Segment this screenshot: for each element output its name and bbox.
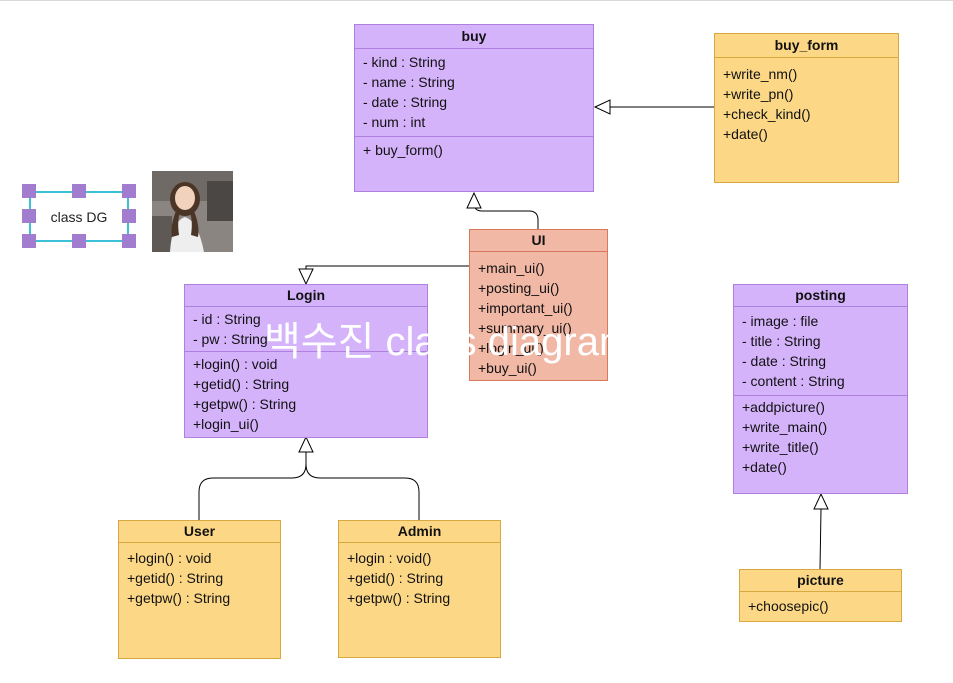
class-buy-attributes: - kind : String - name : String - date :… bbox=[355, 49, 593, 137]
arrowhead-posting bbox=[813, 492, 829, 510]
class-posting-attributes: - image : file - title : String - date :… bbox=[734, 307, 907, 396]
method: +choosepic() bbox=[748, 598, 829, 614]
class-ui[interactable]: UI +main_ui() +posting_ui() +important_u… bbox=[469, 229, 608, 381]
class-ui-methods: +main_ui() +posting_ui() +important_ui()… bbox=[470, 252, 607, 382]
selected-text-label-content: class DG bbox=[50, 209, 108, 225]
class-login[interactable]: Login - id : String - pw : String +login… bbox=[184, 284, 428, 438]
method: +important_ui() bbox=[478, 300, 573, 316]
method: +getpw() : String bbox=[193, 396, 297, 412]
class-admin-title: Admin bbox=[339, 521, 500, 543]
method: +write_nm() bbox=[723, 66, 798, 82]
class-posting-methods: +addpicture() +write_main() +write_title… bbox=[734, 396, 907, 481]
resize-handle-w[interactable] bbox=[22, 209, 36, 223]
profile-photo bbox=[152, 171, 233, 252]
method: +getid() : String bbox=[347, 570, 444, 586]
method: +date() bbox=[742, 459, 787, 475]
resize-handle-n[interactable] bbox=[72, 184, 86, 198]
class-user-title: User bbox=[119, 521, 280, 543]
class-posting[interactable]: posting - image : file - title : String … bbox=[733, 284, 908, 494]
attribute: - num : int bbox=[363, 114, 426, 130]
attribute: - name : String bbox=[363, 74, 455, 90]
method: +write_main() bbox=[742, 419, 828, 435]
arrowhead-login-bottom bbox=[298, 435, 314, 453]
resize-handle-sw[interactable] bbox=[22, 234, 36, 248]
method: +login_ui() bbox=[478, 340, 544, 356]
edge-ui-login bbox=[305, 265, 470, 270]
class-picture-title: picture bbox=[740, 570, 901, 592]
method: +getpw() : String bbox=[347, 590, 451, 606]
method: +buy_ui() bbox=[478, 360, 537, 376]
method: +posting_ui() bbox=[478, 280, 560, 296]
method: +write_pn() bbox=[723, 86, 794, 102]
method: +getpw() : String bbox=[127, 590, 231, 606]
class-login-methods: +login() : void +getid() : String +getpw… bbox=[185, 352, 427, 438]
edge-admin-login bbox=[305, 463, 420, 520]
attribute: - kind : String bbox=[363, 54, 446, 70]
class-user[interactable]: User +login() : void +getid() : String +… bbox=[118, 520, 281, 659]
class-user-methods: +login() : void +getid() : String +getpw… bbox=[119, 543, 280, 612]
method: +write_title() bbox=[742, 439, 819, 455]
method: +login_ui() bbox=[193, 416, 259, 432]
edge-ui-buy bbox=[473, 202, 539, 229]
attribute: - image : file bbox=[742, 313, 819, 329]
arrowhead-login-top bbox=[298, 268, 314, 286]
attribute: - date : String bbox=[363, 94, 448, 110]
arrowhead-buy bbox=[593, 99, 611, 115]
method: +login() : void bbox=[127, 550, 212, 566]
attribute: - title : String bbox=[742, 333, 821, 349]
method: +main_ui() bbox=[478, 260, 545, 276]
method: +addpicture() bbox=[742, 399, 825, 415]
edge-user-login bbox=[198, 452, 307, 520]
resize-handle-nw[interactable] bbox=[22, 184, 36, 198]
method: +summary_ui() bbox=[478, 320, 572, 336]
top-border bbox=[0, 0, 953, 1]
method: +date() bbox=[723, 126, 768, 142]
class-buy_form-methods: +write_nm() +write_pn() +check_kind() +d… bbox=[715, 58, 898, 148]
class-buy-title: buy bbox=[355, 25, 593, 49]
edge-picture-posting bbox=[819, 508, 822, 570]
method: +check_kind() bbox=[723, 106, 811, 122]
class-login-attributes: - id : String - pw : String bbox=[185, 307, 427, 352]
method: +getid() : String bbox=[127, 570, 224, 586]
attribute: - date : String bbox=[742, 353, 827, 369]
method: + buy_form() bbox=[363, 142, 443, 158]
resize-handle-e[interactable] bbox=[122, 209, 136, 223]
class-buy-methods: + buy_form() bbox=[355, 137, 593, 164]
class-buy_form[interactable]: buy_form +write_nm() +write_pn() +check_… bbox=[714, 33, 899, 183]
attribute: - pw : String bbox=[193, 331, 268, 347]
method: +login() : void bbox=[193, 356, 278, 372]
resize-handle-ne[interactable] bbox=[122, 184, 136, 198]
arrowhead-buy-bottom bbox=[466, 191, 482, 209]
class-picture[interactable]: picture +choosepic() bbox=[739, 569, 902, 622]
attribute: - id : String bbox=[193, 311, 261, 327]
class-admin[interactable]: Admin +login : void() +getid() : String … bbox=[338, 520, 501, 658]
class-login-title: Login bbox=[185, 285, 427, 307]
class-picture-methods: +choosepic() bbox=[740, 592, 901, 620]
resize-handle-se[interactable] bbox=[122, 234, 136, 248]
method: +login : void() bbox=[347, 550, 432, 566]
class-buy_form-title: buy_form bbox=[715, 34, 898, 58]
attribute: - content : String bbox=[742, 373, 845, 389]
class-admin-methods: +login : void() +getid() : String +getpw… bbox=[339, 543, 500, 612]
class-posting-title: posting bbox=[734, 285, 907, 307]
class-ui-title: UI bbox=[470, 230, 607, 252]
resize-handle-s[interactable] bbox=[72, 234, 86, 248]
class-buy[interactable]: buy - kind : String - name : String - da… bbox=[354, 24, 594, 192]
method: +getid() : String bbox=[193, 376, 290, 392]
